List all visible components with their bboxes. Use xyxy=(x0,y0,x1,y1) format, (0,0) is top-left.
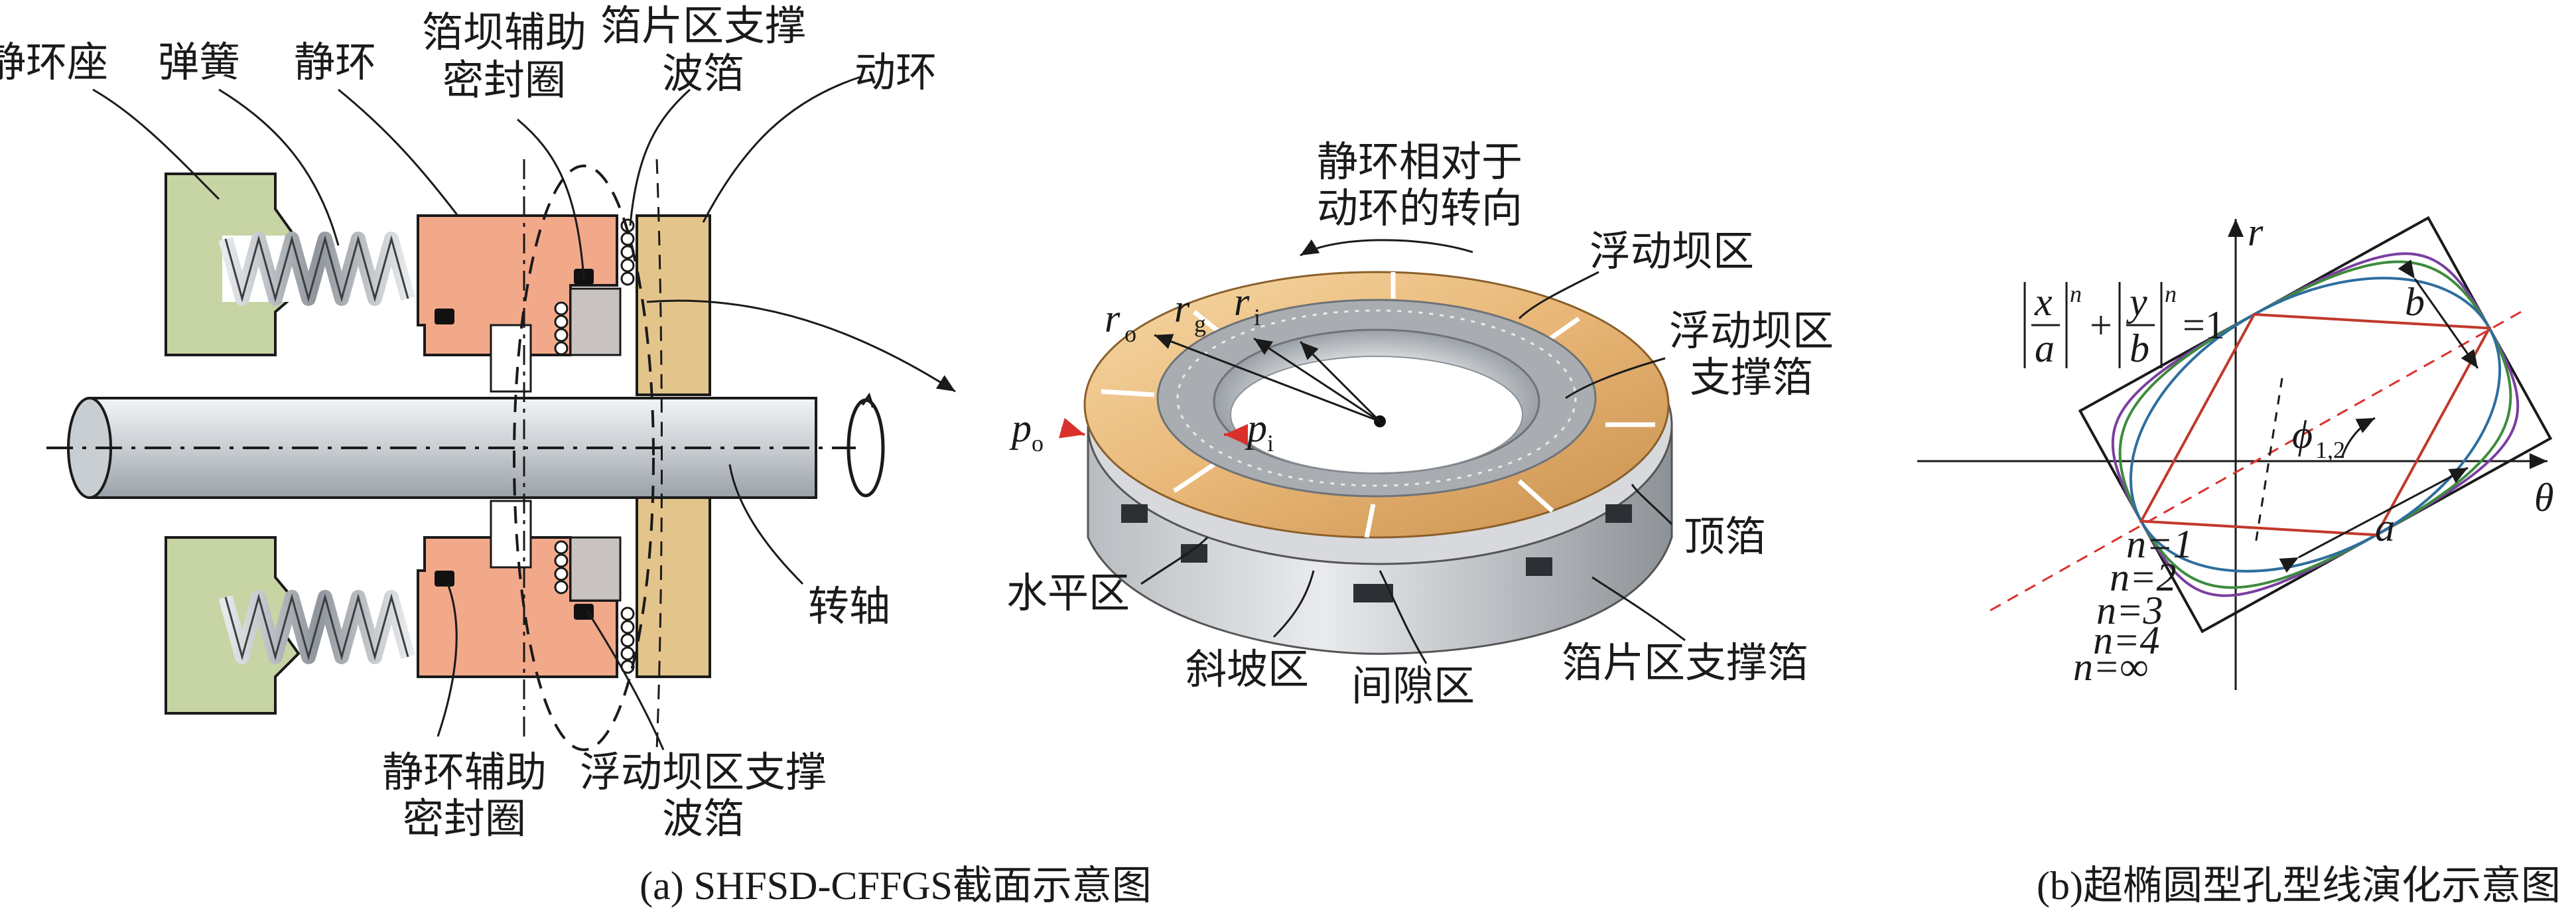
o-ring-stator-lower xyxy=(435,571,454,587)
rotor-ring-upper xyxy=(636,214,711,396)
label-pad-bump-line1: 箔片区支撑 xyxy=(600,1,806,50)
focus-ellipse xyxy=(513,165,655,751)
spring-upper xyxy=(218,232,415,306)
label-rotation-line1: 静环相对于 xyxy=(1317,137,1523,186)
label-ninf: n=∞ xyxy=(2073,645,2148,689)
label-phi: ϕ xyxy=(2292,413,2313,456)
formula-rhs: =1 xyxy=(2183,303,2225,347)
ring-labels: 静环相对于 动环的转向 浮动坝区 浮动坝区 支撑箔 顶箔 箔片区支撑箔 间隙区 … xyxy=(1006,137,1834,710)
label-rotation-line2: 动环的转向 xyxy=(1317,184,1523,232)
label-float-support-line1: 浮动坝区 xyxy=(1669,307,1834,355)
sleeve-lower xyxy=(490,500,532,569)
float-dam-upper xyxy=(569,287,622,356)
bump-foil-upper xyxy=(554,218,635,356)
label-top-foil: 顶箔 xyxy=(1684,512,1766,561)
label-float-dam: 浮动坝区 xyxy=(1590,227,1754,275)
o-ring-dam-lower xyxy=(574,604,594,620)
label-shaft: 转轴 xyxy=(808,582,890,630)
label-b: b xyxy=(2405,280,2425,324)
label-stator-seat: 静环座 xyxy=(0,38,108,86)
label-dam-seal-line1: 箔坝辅助 xyxy=(422,8,586,56)
label-r-o: r xyxy=(1105,297,1120,340)
label-r-i: r xyxy=(1234,280,1250,324)
label-pad-bump-line2: 波箔 xyxy=(662,49,744,98)
label-p-i-sub: i xyxy=(1267,430,1274,456)
label-n2: n=2 xyxy=(2110,555,2177,599)
label-flat: 水平区 xyxy=(1006,569,1130,617)
bump-foil-lower xyxy=(554,540,635,674)
label-p-o: p xyxy=(1009,406,1032,450)
label-phi-sub: 1,2 xyxy=(2315,437,2345,463)
cross-section-labels: 静环座 弹簧 静环 箔坝辅助 密封圈 箔片区支撑 波箔 动环 转轴 静环辅助 密… xyxy=(0,1,937,843)
label-stator-ring: 静环 xyxy=(294,38,376,86)
rotor-ring-lower xyxy=(636,496,711,678)
formula-y: y xyxy=(2126,280,2147,324)
label-r-g: r xyxy=(1174,287,1190,330)
axis-theta-label: θ xyxy=(2534,476,2553,520)
caption-b: (b)超椭圆型孔型线演化示意图 xyxy=(2037,864,2561,908)
superellipse-formula: x a n + y b n =1 xyxy=(2023,280,2225,370)
label-float-bump-line1: 浮动坝区支撑 xyxy=(580,748,827,796)
o-ring-stator-upper xyxy=(435,309,454,324)
superellipse-diagram: r θ a b ϕ 1,2 x a xyxy=(1917,210,2553,690)
label-float-support-line2: 支撑箔 xyxy=(1690,353,1813,401)
formula-plus: + xyxy=(2090,303,2112,347)
label-p-i: p xyxy=(1245,406,1267,450)
label-r-i-sub: i xyxy=(1254,304,1260,330)
caption-a: (a) SHFSD-CFFGS截面示意图 xyxy=(640,864,1152,908)
label-n4: n=4 xyxy=(2093,618,2160,662)
formula-x: x xyxy=(2034,280,2053,324)
label-a: a xyxy=(2375,506,2395,549)
label-stator-seal-line2: 密封圈 xyxy=(403,794,526,843)
label-r-o-sub: o xyxy=(1124,320,1136,347)
formula-b: b xyxy=(2130,326,2149,370)
label-pad-support: 箔片区支撑箔 xyxy=(1562,638,1808,687)
label-slope: 斜坡区 xyxy=(1186,645,1309,693)
formula-n2: n xyxy=(2165,281,2177,307)
spring-lower xyxy=(218,590,415,664)
label-n3: n=3 xyxy=(2096,589,2163,632)
label-spring: 弹簧 xyxy=(158,38,240,86)
float-dam-lower xyxy=(569,536,622,602)
label-rotor-ring: 动环 xyxy=(854,48,937,96)
label-stator-seal-line1: 静环辅助 xyxy=(382,748,547,796)
formula-a: a xyxy=(2035,326,2055,370)
label-r-g-sub: g xyxy=(1194,311,1206,337)
label-p-o-sub: o xyxy=(1032,430,1044,456)
axis-r-label: r xyxy=(2248,210,2264,254)
label-gap: 间隙区 xyxy=(1351,662,1475,710)
seal-ring-3d xyxy=(1058,239,1686,664)
formula-n1: n xyxy=(2070,281,2082,307)
label-n1: n=1 xyxy=(2126,522,2193,566)
seal-cross-section xyxy=(46,75,956,751)
label-float-bump-line2: 波箔 xyxy=(662,794,744,843)
label-dam-seal-line2: 密封圈 xyxy=(442,56,566,104)
